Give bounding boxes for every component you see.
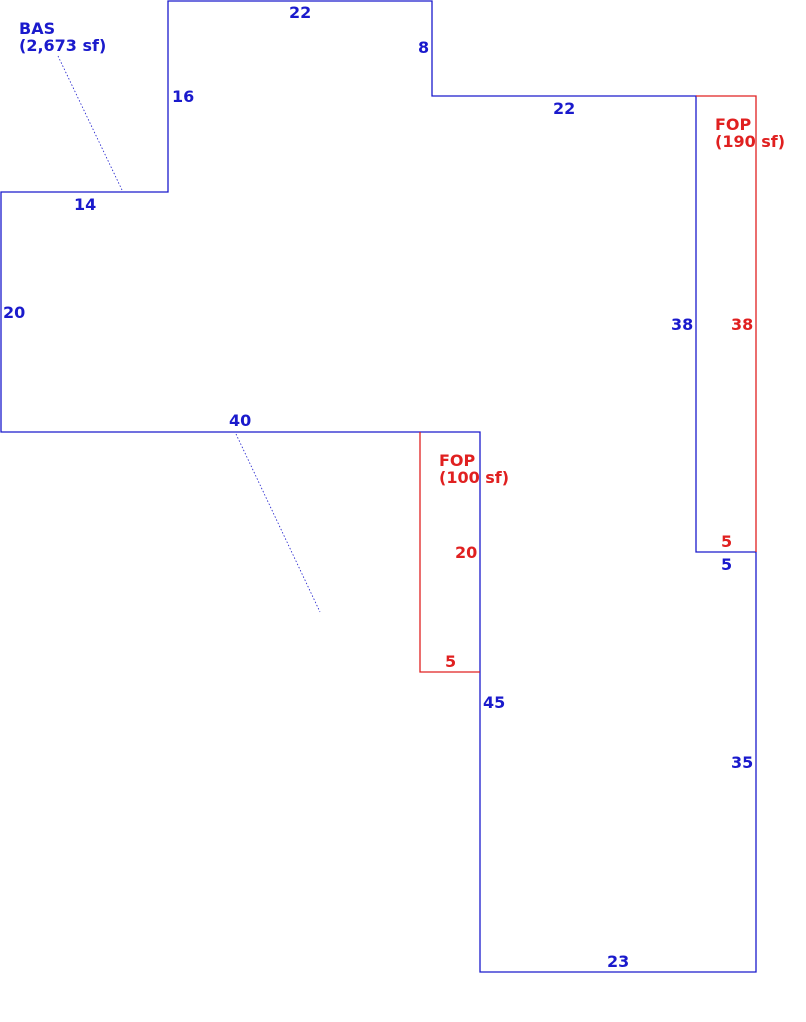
center-leader-line <box>235 433 321 613</box>
fop-center-area-label: (100 sf) <box>439 468 509 487</box>
fop-right-name-label: FOP <box>715 115 752 134</box>
dim-bottom: 23 <box>607 952 629 971</box>
dim-middle-ledge: 40 <box>229 411 251 430</box>
fop-right-side-dim: 38 <box>731 315 753 334</box>
dim-inner-left: 45 <box>483 693 505 712</box>
fop-right-bottom-dim: 5 <box>721 532 732 551</box>
bas-area-label: (2,673 sf) <box>19 36 106 55</box>
dim-top: 22 <box>289 3 311 22</box>
fop-center-name-label: FOP <box>439 451 476 470</box>
fop-right-area-label: (190 sf) <box>715 132 785 151</box>
dim-top-step-right: 8 <box>418 38 429 57</box>
bas-name-label: BAS <box>19 19 55 38</box>
dim-upper-right-run: 22 <box>553 99 575 118</box>
dim-left-ledge: 14 <box>74 195 96 214</box>
dim-right-upper: 38 <box>671 315 693 334</box>
dim-left-side: 20 <box>3 303 25 322</box>
dim-right-lower: 35 <box>731 753 753 772</box>
fop-center-bottom-dim: 5 <box>445 652 456 671</box>
fop-center-side-dim: 20 <box>455 543 477 562</box>
bas-outline <box>0 0 757 973</box>
fop-center-outline <box>419 432 480 673</box>
bas-leader-line <box>57 55 123 191</box>
dim-left-step: 16 <box>172 87 194 106</box>
fop-right-outline <box>696 95 757 552</box>
dim-notch: 5 <box>721 555 732 574</box>
